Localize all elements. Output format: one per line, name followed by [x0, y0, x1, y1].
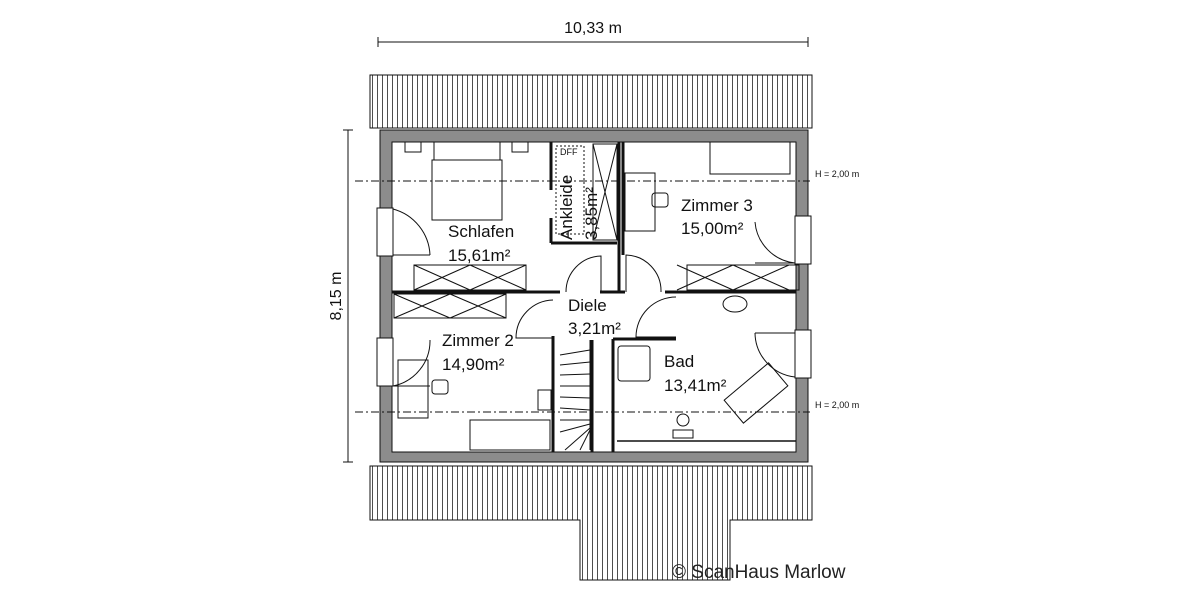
room-area: 15,00m²	[681, 219, 744, 238]
room-area: 15,61m²	[448, 246, 511, 265]
door-swings	[392, 208, 796, 387]
room-area: 14,90m²	[442, 355, 505, 374]
room-name: Ankleide	[557, 175, 576, 240]
room-name: Bad	[664, 352, 694, 371]
furniture	[393, 141, 800, 451]
room-bad: Bad 13,41m²	[664, 352, 727, 395]
room-ankleide: Ankleide 3,85m²	[557, 175, 601, 240]
room-name: Schlafen	[448, 222, 514, 241]
room-zimmer-3: Zimmer 3 15,00m²	[681, 196, 753, 238]
width-dimension	[377, 37, 809, 47]
depth-label: 8,15 m	[328, 272, 345, 321]
windows	[376, 207, 812, 387]
room-area: 13,41m²	[664, 376, 727, 395]
room-area: 3,85m²	[582, 187, 601, 240]
room-diele: Diele 3,21m²	[568, 296, 621, 338]
roof-bottom-dormer	[369, 465, 813, 581]
room-schlafen: Schlafen 15,61m²	[448, 222, 514, 265]
room-area: 3,21m²	[568, 319, 621, 338]
room-zimmer-2: Zimmer 2 14,90m²	[442, 331, 514, 374]
height-marker: H = 2,00 m	[815, 169, 859, 179]
height-lines	[355, 180, 810, 413]
room-name: Zimmer 2	[442, 331, 514, 350]
room-name: Diele	[568, 296, 607, 315]
staircase	[559, 340, 591, 451]
dff-label: DFF	[560, 147, 578, 157]
width-label: 10,33 m	[564, 20, 622, 37]
depth-dimension	[343, 129, 353, 463]
roof-top	[369, 74, 813, 129]
interior-walls	[392, 142, 796, 452]
copyright: © ScanHaus Marlow	[672, 562, 846, 583]
room-name: Zimmer 3	[681, 196, 753, 215]
height-marker: H = 2,00 m	[815, 400, 859, 410]
